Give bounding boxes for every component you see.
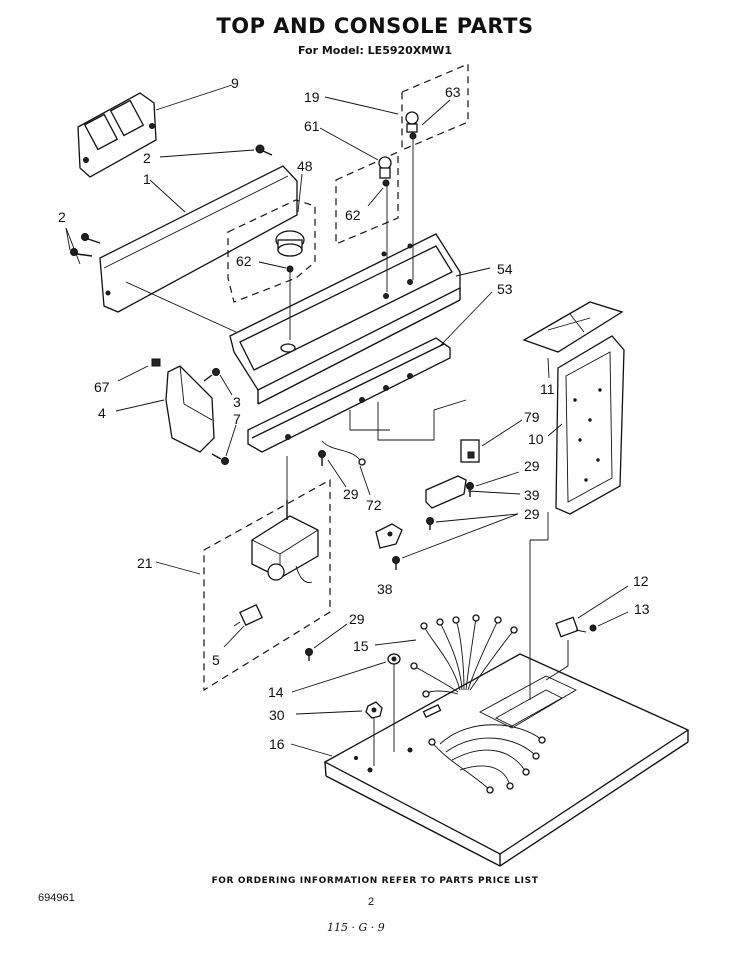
part-10-frame: [555, 335, 625, 515]
part-54-console-top: [229, 233, 461, 405]
callout-19: 19: [304, 89, 320, 105]
part-62-knob-left: [275, 230, 305, 273]
part-11-cover: [522, 301, 624, 353]
part-2-screw-upper: [255, 144, 273, 156]
callout-1: 1: [143, 171, 151, 187]
handwritten-date: 115 · G · 9: [327, 921, 385, 934]
callout-15: 15: [353, 638, 369, 654]
callout-62-right: 62: [345, 207, 361, 223]
callout-13: 13: [634, 601, 650, 617]
callout-7: 7: [233, 411, 241, 427]
part-61-dashed-group: [335, 151, 399, 245]
callout-2-left: 2: [58, 209, 66, 225]
part-67-clip: [151, 358, 161, 367]
callout-72: 72: [366, 497, 382, 513]
callout-9: 9: [231, 75, 239, 91]
part-15-wire-harness: [410, 614, 546, 794]
callout-5: 5: [212, 652, 220, 668]
callout-29-center: 29: [343, 486, 359, 502]
part-9-bracket: [77, 92, 157, 178]
part-21-dashed-group: [203, 478, 331, 692]
callout-14: 14: [268, 684, 284, 700]
callout-4: 4: [98, 405, 106, 421]
part-5-terminal: [233, 603, 263, 627]
part-29-screws-center: [392, 517, 434, 570]
part-19-dashed-group: [401, 63, 469, 151]
part-38-sensor: [375, 523, 403, 549]
model-subtitle: For Model: LE5920XMW1: [297, 44, 453, 57]
part-79-switch: [460, 439, 480, 463]
part-30-nut: [365, 701, 383, 719]
part-3-screw: [203, 368, 220, 382]
callout-12: 12: [633, 573, 649, 589]
part-29-screw-right: [466, 482, 474, 497]
part-21-timer: [251, 500, 319, 583]
callout-54: 54: [497, 261, 513, 277]
callout-29-center-right: 29: [524, 506, 540, 522]
document-number: 694961: [38, 892, 75, 904]
part-53-channel: [247, 337, 451, 453]
callout-2-upper: 2: [143, 150, 151, 166]
part-4-end-cap: [165, 365, 215, 453]
callout-39: 39: [524, 487, 540, 503]
callout-30: 30: [269, 707, 285, 723]
part-72-wire: [321, 440, 366, 466]
callout-10: 10: [528, 431, 544, 447]
callout-61: 61: [304, 118, 320, 134]
part-39-bracket: [425, 475, 467, 509]
part-12-switch: [555, 616, 587, 638]
page-number: 2: [368, 896, 375, 908]
part-7-screw: [211, 453, 229, 465]
callout-11: 11: [540, 381, 555, 397]
callout-48: 48: [297, 158, 313, 174]
callout-67: 67: [94, 379, 110, 395]
part-63-knob-small: [405, 111, 419, 140]
part-62-knob-right: [378, 156, 392, 187]
callout-79: 79: [524, 409, 540, 425]
callout-62-left: 62: [236, 253, 252, 269]
part-29-screw-center: [318, 450, 326, 466]
part-1-rear-panel: [99, 165, 298, 313]
callout-29-right: 29: [524, 458, 540, 474]
callout-3: 3: [233, 394, 241, 410]
callout-16: 16: [269, 736, 285, 752]
ordering-note: FOR ORDERING INFORMATION REFER TO PARTS …: [211, 876, 539, 886]
callout-29-lower: 29: [349, 611, 365, 627]
part-2-screws-left: [70, 233, 101, 257]
part-13-screw: [589, 624, 597, 632]
page-title: TOP AND CONSOLE PARTS: [216, 14, 534, 38]
part-29-screw-lower: [305, 648, 313, 661]
callout-63: 63: [445, 84, 461, 100]
part-16-top-panel: [323, 653, 690, 867]
callout-38: 38: [377, 581, 393, 597]
callout-21: 21: [137, 555, 153, 571]
part-14-grommet: [387, 653, 401, 665]
callout-53: 53: [497, 281, 513, 297]
